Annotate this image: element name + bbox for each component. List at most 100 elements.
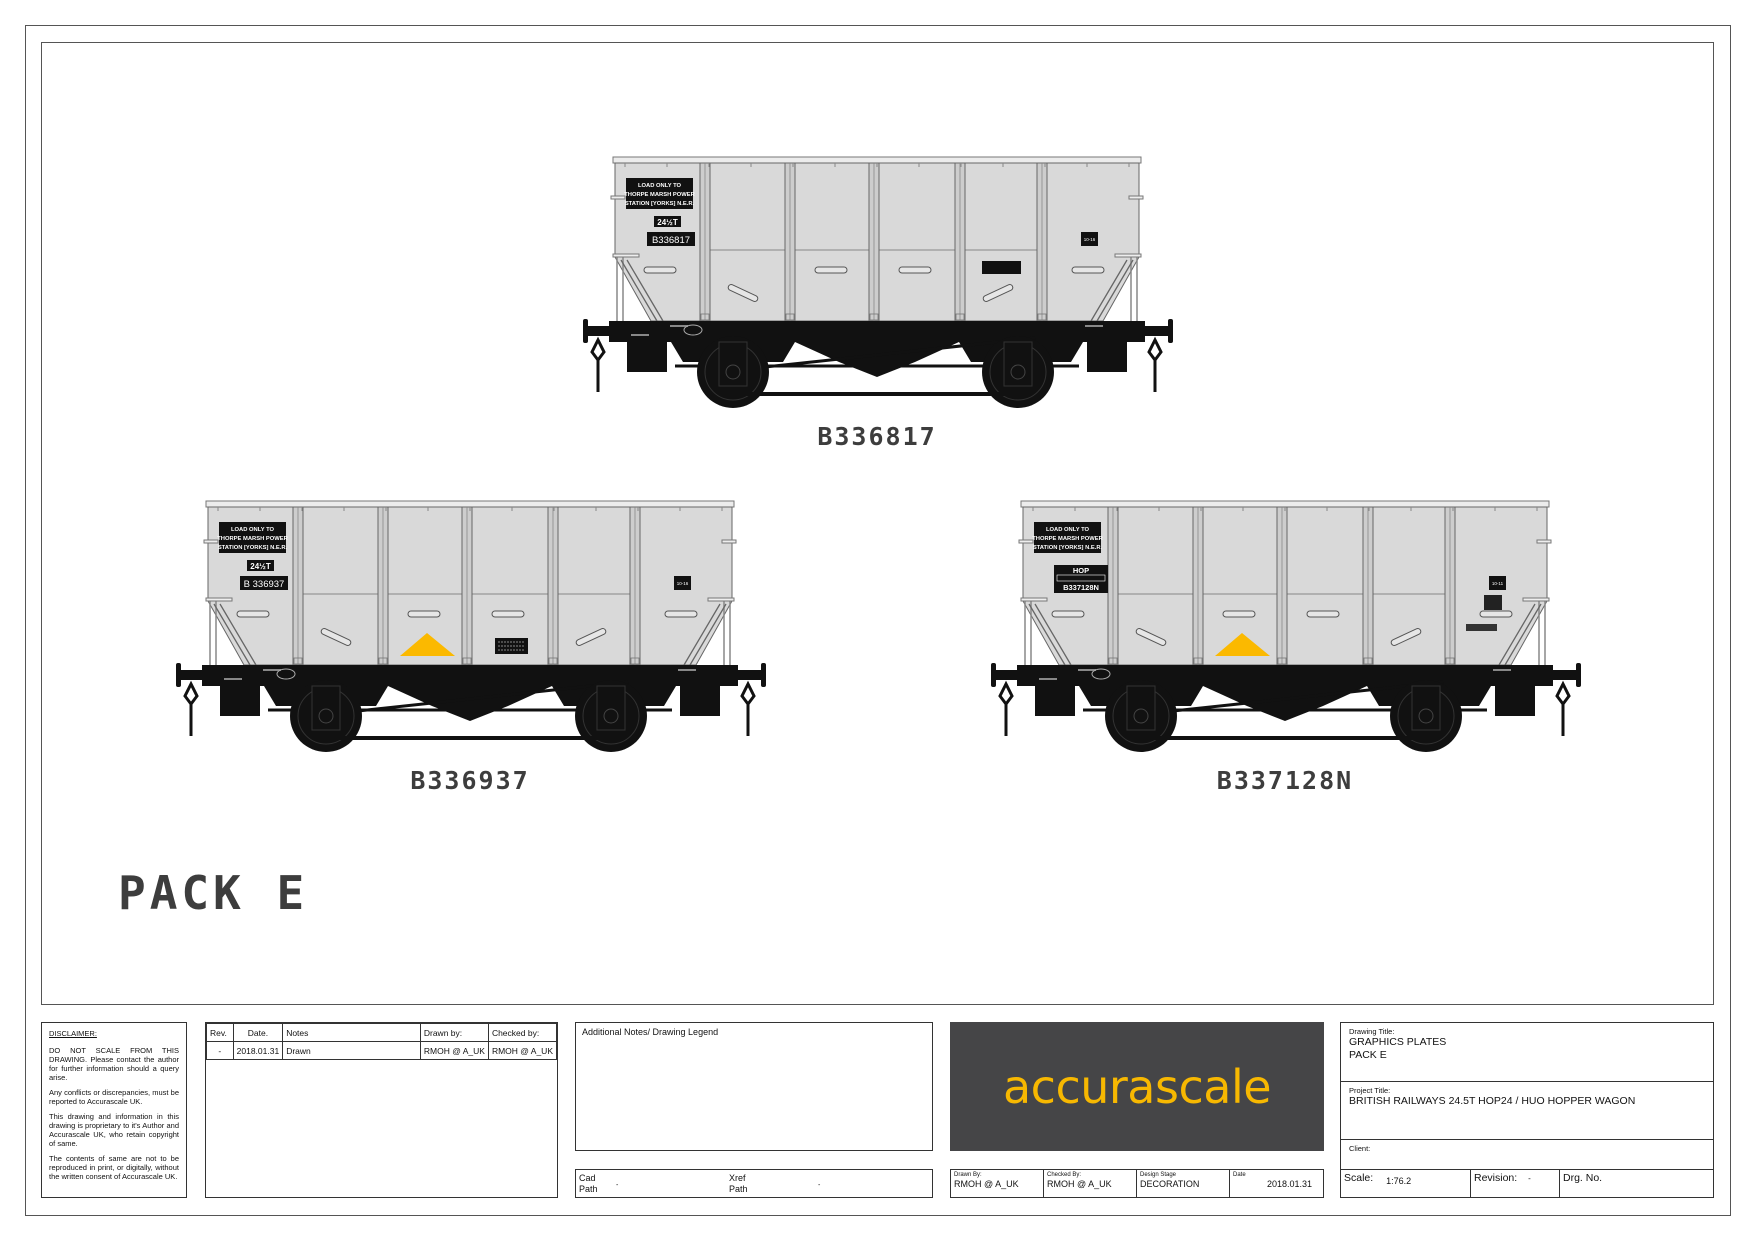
grab-handle (1536, 539, 1552, 544)
xref-path-label: Xref Path (729, 1173, 748, 1194)
project-title-section: Project Title: BRITISH RAILWAYS 24.5T HO… (1341, 1082, 1713, 1140)
disclaimer-box: DISCLAIMER: DO NOT SCALE FROM THIS DRAWI… (41, 1022, 187, 1198)
wheel-hub (725, 364, 741, 380)
revision-label: Revision: (1474, 1172, 1518, 1184)
paths-box: Cad Path - Xref Path - (575, 1169, 933, 1198)
disclaimer-text: This drawing and information in this dra… (49, 1112, 179, 1148)
end-brace (620, 259, 1134, 322)
end-code-text: 10-11 (1492, 581, 1504, 586)
buffer-head (1168, 319, 1173, 343)
rib-foot (293, 657, 303, 665)
drawing-title-line2: PACK E (1349, 1049, 1387, 1061)
load-label-text: LOAD ONLY TO (231, 527, 275, 533)
solebar-marking (1039, 678, 1057, 680)
drawing-title-line1: GRAPHICS PLATES (1349, 1036, 1447, 1048)
door-slot (643, 266, 677, 274)
solebar-marking (1085, 325, 1103, 327)
hazard-triangle (400, 633, 455, 656)
end-code-plate (1081, 232, 1098, 246)
end-frame (220, 686, 260, 716)
buffer (1551, 670, 1576, 680)
revision-header-row: Rev. Date. Notes Drawn by: Checked by: (206, 1023, 558, 1042)
data-panel (982, 261, 1021, 274)
solebar (1017, 665, 1553, 686)
ownership-plate (276, 668, 296, 680)
wheel-hub (603, 708, 619, 724)
logo-text: accurascale (1002, 1059, 1272, 1114)
grab-handle (1522, 597, 1550, 602)
disclaimer-text: DO NOT SCALE FROM THIS DRAWING. Please c… (49, 1046, 179, 1082)
door-slot (1222, 610, 1256, 618)
solebar-marking (224, 678, 242, 680)
brake-lever (764, 336, 1036, 369)
number-plate-text: B336817 (652, 235, 690, 246)
grab-handle (1114, 253, 1142, 258)
wheel-hub (1418, 708, 1434, 724)
wagon-number-caption: B336937 (410, 766, 529, 795)
drawn-by-cell: Drawn By: RMOH @ A_UK (951, 1170, 1044, 1197)
solebar-marking (1493, 669, 1511, 671)
door-slot (814, 266, 848, 274)
accurascale-logo: accurascale (950, 1022, 1324, 1151)
door-slot (1479, 610, 1513, 618)
data-strip (1466, 624, 1497, 631)
rib-foot (700, 313, 710, 321)
load-label-text: THORPE MARSH POWER (1032, 536, 1103, 542)
rib-foot (785, 313, 795, 321)
door-lever-slot (1390, 628, 1422, 646)
door-slot (1051, 610, 1085, 618)
project-title: BRITISH RAILWAYS 24.5T HOP24 / HUO HOPPE… (1349, 1095, 1636, 1107)
ownership-plate (1091, 668, 1111, 680)
header-notes: Notes (282, 1023, 421, 1042)
buffer (994, 670, 1019, 680)
hazard-triangle (1215, 633, 1270, 656)
cad-path-value: - (616, 1182, 619, 1189)
disclaimer-text: The contents of same are not to be repro… (49, 1154, 179, 1181)
door-slot (236, 610, 270, 618)
top-rim (1020, 500, 1550, 508)
end-post (1024, 601, 1546, 665)
tops-detail (1056, 574, 1106, 582)
ownership-plate (683, 324, 703, 336)
door-lever-slot (982, 284, 1014, 302)
wagon-number-caption: B337128N (1217, 766, 1353, 795)
checked-by-value: RMOH @ A_UK (1047, 1179, 1112, 1189)
solebar-marking (1078, 669, 1096, 671)
coupling-hook (998, 680, 1014, 736)
rib-foot (630, 657, 640, 665)
tonnage-text: 24½T (250, 562, 271, 571)
end-brace (213, 603, 727, 666)
rib-foot (1445, 657, 1455, 665)
drg-no-label: Drg. No. (1563, 1172, 1603, 1184)
door-slot (898, 266, 932, 274)
door-lever-slot (1135, 628, 1167, 646)
grab-handle (205, 597, 233, 602)
checked-by-label: Checked By: (1047, 1172, 1082, 1178)
load-label-text: LOAD ONLY TO (1046, 527, 1090, 533)
door-lever-slot (575, 628, 607, 646)
grab-handle (610, 195, 626, 200)
solebar-marking (670, 325, 688, 327)
rib-foot (1363, 657, 1373, 665)
spring-hanger (671, 342, 1083, 362)
rib-foot (548, 657, 558, 665)
date-value: 2018.01.31 (1266, 1179, 1312, 1189)
tonnage-plate (247, 560, 274, 571)
hopper-discharge (388, 686, 552, 721)
notes-label: Additional Notes/ Drawing Legend (582, 1027, 719, 1037)
end-post (209, 601, 731, 665)
end-code-text: 10-16 (1084, 237, 1096, 242)
wheel-hub (1133, 708, 1149, 724)
rev-notes: Drawn (282, 1041, 421, 1060)
grab-handle (612, 253, 640, 258)
end-code-plate (1489, 576, 1506, 590)
data-square (1484, 595, 1502, 610)
end-frame (680, 686, 720, 716)
rib-foot (1037, 313, 1047, 321)
tops-plate (1054, 565, 1108, 593)
rev-value: - (206, 1041, 234, 1060)
load-label-plate (1034, 522, 1101, 553)
rev-drawn-by: RMOH @ A_UK (419, 1041, 489, 1060)
client-section: Client: (1341, 1140, 1713, 1170)
